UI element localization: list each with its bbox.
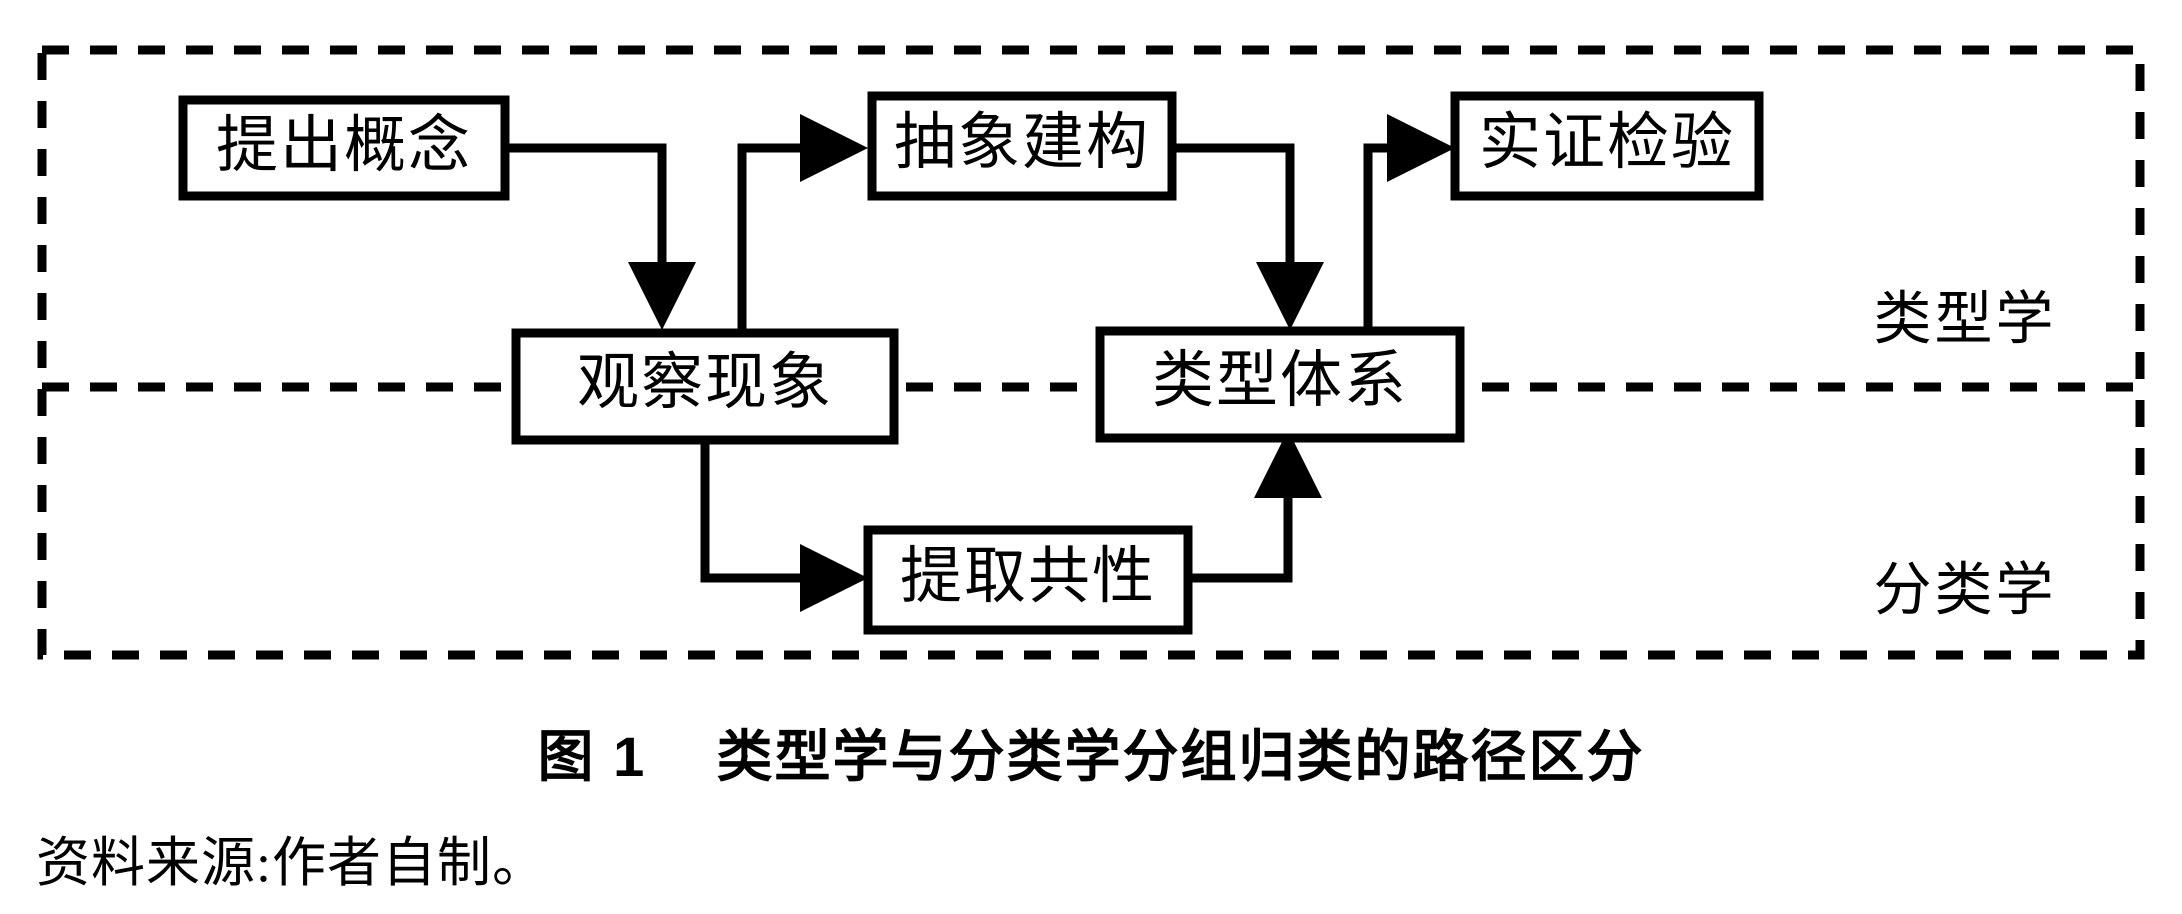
- node-propose-concept[interactable]: 提出概念: [178, 95, 510, 201]
- edge-abstract-to-typesystem: [1172, 143, 1324, 330]
- node-extract-commonality[interactable]: 提取共性: [863, 525, 1193, 635]
- node-type-system[interactable]: 类型体系: [1095, 326, 1465, 443]
- figure-source-note: 资料来源:作者自制。: [36, 833, 548, 893]
- node-label-abstract-construct: 抽象建构: [894, 109, 1150, 177]
- zone-label-taxonomy: 分类学: [1873, 557, 2056, 622]
- dashed-frame-border: [37, 45, 2145, 660]
- edge-typesystem-to-empirical: [1363, 114, 1455, 335]
- zone-label-typology: 类型学: [1873, 286, 2056, 351]
- node-observe-phenomena[interactable]: 观察现象: [511, 328, 899, 445]
- edge-observe-to-extract: [700, 440, 868, 612]
- edge-extract-to-typesystem: [1188, 430, 1322, 583]
- edge-propose-to-observe: [505, 143, 696, 330]
- node-abstract-construct[interactable]: 抽象建构: [867, 91, 1177, 201]
- node-empirical-test[interactable]: 实证检验: [1450, 91, 1764, 201]
- node-label-empirical-test: 实证检验: [1479, 109, 1735, 177]
- node-label-type-system: 类型体系: [1152, 347, 1408, 415]
- node-label-extract-commonality: 提取共性: [900, 543, 1156, 611]
- figure-caption: 图 1 类型学与分类学分组归类的路径区分: [537, 725, 1645, 788]
- edge-observe-to-abstract: [737, 114, 868, 335]
- node-label-observe-phenomena: 观察现象: [577, 349, 833, 417]
- node-label-propose-concept: 提出概念: [216, 111, 472, 180]
